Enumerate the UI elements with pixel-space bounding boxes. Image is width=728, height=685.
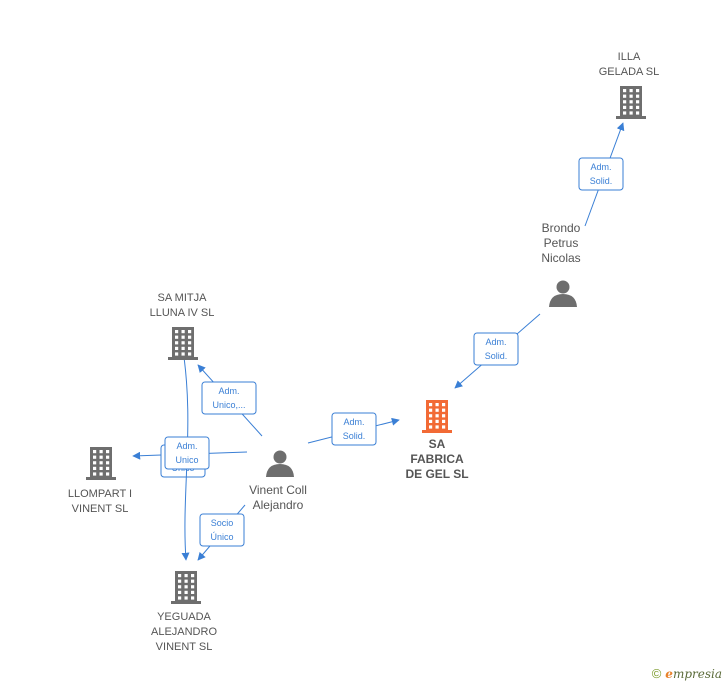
edge-vinent_coll-to-sa_mitja: Adm. Unico,... xyxy=(197,364,263,437)
node-label: DE GEL SL xyxy=(405,467,468,481)
edge-label-text: Adm. xyxy=(218,386,239,396)
edge-label-text: Socio xyxy=(211,518,234,528)
node-llompart[interactable]: LLOMPART I VINENT SL xyxy=(68,447,132,515)
edges-layer: Adm. Solid. Adm. Solid. Adm. Solid. Adm. Unico,… xyxy=(132,122,625,561)
building-icon xyxy=(171,571,201,604)
person-icon xyxy=(549,280,577,307)
node-label: VINENT SL xyxy=(156,641,213,653)
footer-brand: ©empresia xyxy=(652,666,722,681)
edge-label-text: Adm. xyxy=(176,441,197,451)
node-label: Alejandro xyxy=(253,498,304,512)
node-label: FABRICA xyxy=(410,452,464,466)
building-icon xyxy=(616,86,646,119)
edge-label-box xyxy=(473,332,519,366)
node-sa_mitja[interactable]: SA MITJA LLUNA IV SL xyxy=(150,292,215,360)
node-label: ILLA xyxy=(618,51,641,63)
edge-vinent_coll-to-sa_fabrica: Adm. Solid. xyxy=(307,412,400,446)
edge-label-box xyxy=(199,513,245,547)
node-label: Vinent Coll xyxy=(249,483,307,497)
edge-label-box xyxy=(331,412,377,446)
node-label: VINENT SL xyxy=(72,503,129,515)
edge-label-box xyxy=(164,436,210,470)
node-label: Petrus xyxy=(544,236,579,250)
node-illa_gelada[interactable]: ILLA GELADA SL xyxy=(599,51,660,119)
copyright-symbol: © xyxy=(651,666,662,681)
edge-label-text: Unico,... xyxy=(212,400,245,410)
node-label: YEGUADA xyxy=(157,611,211,623)
edge-label-text: Solid. xyxy=(590,176,613,186)
node-label: SA MITJA xyxy=(158,292,208,304)
edge-label-text: Solid. xyxy=(343,431,366,441)
node-label: ALEJANDRO xyxy=(151,626,217,638)
node-label: LLUNA IV SL xyxy=(150,307,215,319)
node-label: Brondo xyxy=(542,221,581,235)
edge-label-text: Solid. xyxy=(485,351,508,361)
building-icon xyxy=(422,400,452,433)
node-label: GELADA SL xyxy=(599,66,660,78)
person-icon xyxy=(266,450,294,477)
node-label: LLOMPART I xyxy=(68,488,132,500)
edge-label-box xyxy=(201,381,257,415)
edge-sa_mitja-to-yeguada: Adm. Unico xyxy=(164,337,210,561)
node-yeguada[interactable]: YEGUADA ALEJANDRO VINENT SL xyxy=(151,571,217,653)
edge-label-text: Único xyxy=(210,532,233,542)
building-icon xyxy=(168,327,198,360)
node-label: SA xyxy=(429,437,446,451)
building-icon xyxy=(86,447,116,480)
node-label: Nicolas xyxy=(541,251,580,265)
edge-label-text: Adm. xyxy=(485,337,506,347)
edge-brondo-to-illa_gelada: Adm. Solid. xyxy=(578,122,625,227)
edge-label-text: Adm. xyxy=(590,162,611,172)
brand-logo: empresia xyxy=(665,667,722,681)
edge-brondo-to-sa_fabrica: Adm. Solid. xyxy=(454,313,541,389)
edge-label-text: Unico xyxy=(175,455,198,465)
edge-label-box xyxy=(578,157,624,191)
edge-label-text: Adm. xyxy=(343,417,364,427)
